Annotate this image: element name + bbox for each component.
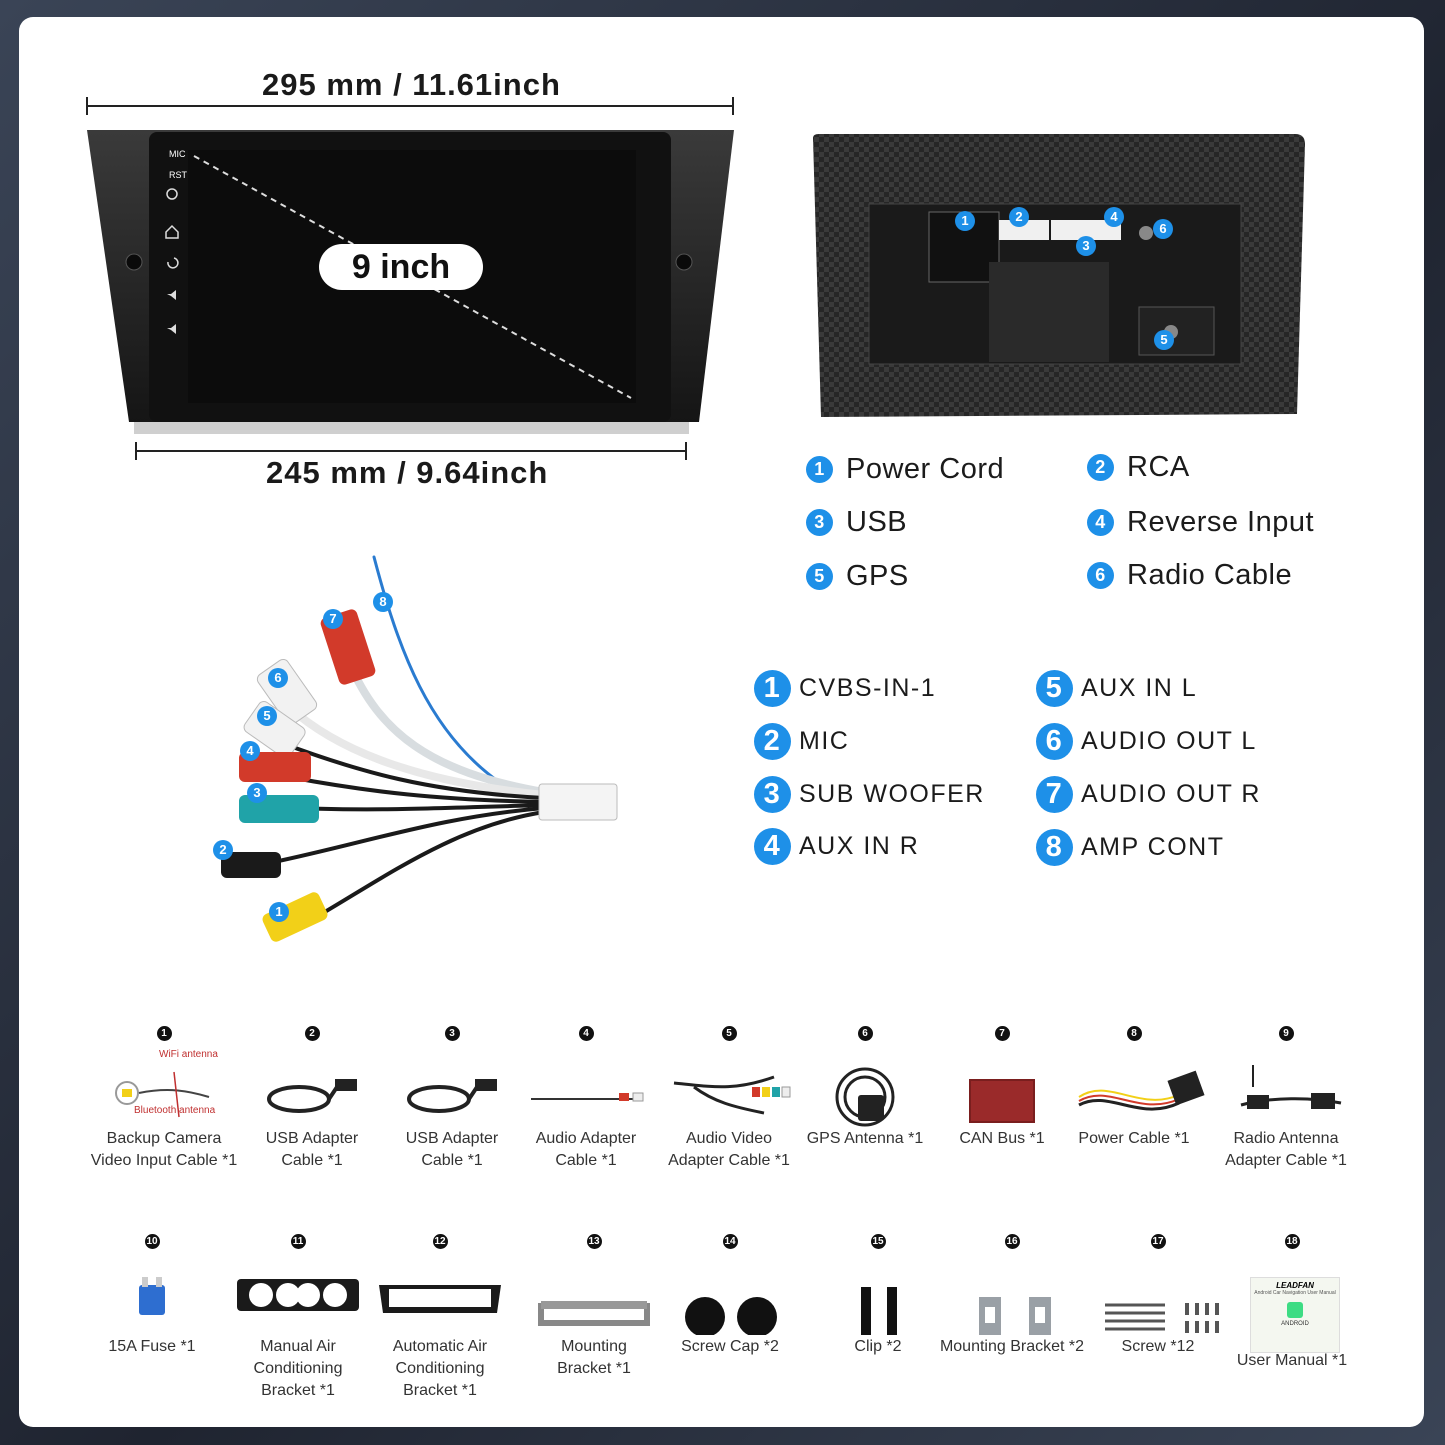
accessory-fuse: 10 15A Fuse *1 (108, 1234, 196, 1355)
product-card: 295 mm / 11.61inch MIC RST 9 inch 245 mm… (19, 17, 1424, 1427)
harness-marker-8: 8 (373, 592, 393, 612)
harness-marker-7: 7 (323, 609, 343, 629)
accessory-audio-video-adapter-cable: 5 Audio Video Adapter Cable *1 (668, 1026, 791, 1169)
width-top-line (86, 97, 734, 115)
mic-button-label: MIC (169, 149, 186, 159)
harness-marker-6: 6 (268, 668, 288, 688)
accessory-user-manual: 18 LEADFAN Android Car Navigation User M… (1236, 1234, 1348, 1369)
back-marker-6: 6 (1153, 219, 1173, 239)
manual-cover: LEADFAN Android Car Navigation User Manu… (1250, 1277, 1340, 1353)
accessory-usb-adapter-cable-b: 3 USB Adapter Cable *1 (405, 1026, 499, 1169)
rca-cable-harness (221, 555, 618, 942)
accessory-radio-antenna-adapter: 9 Radio Antenna Adapter Cable *1 (1225, 1026, 1347, 1169)
harness-marker-5: 5 (257, 706, 277, 726)
back-marker-2: 2 (1009, 207, 1029, 227)
harness-marker-3: 3 (247, 783, 267, 803)
harness-marker-2: 2 (213, 840, 233, 860)
rst-button-label: RST (169, 170, 187, 180)
back-marker-4: 4 (1104, 207, 1124, 227)
accessory-clip: 15 Clip *2 (803, 1231, 953, 1357)
accessory-backup-camera-cable: 1 WiFi antenna Bluetooth antenna Backup … (90, 1026, 238, 1169)
back-marker-3: 3 (1076, 236, 1096, 256)
harness-marker-4: 4 (240, 741, 260, 761)
width-bottom-line (135, 442, 687, 460)
accessory-mounting-bracket: 13 Mounting Bracket *1 (519, 1231, 669, 1379)
harness-marker-1: 1 (269, 902, 289, 922)
accessory-mounting-bracket-pair: 16 Mounting Bracket *2 (939, 1234, 1085, 1355)
back-marker-5: 5 (1154, 330, 1174, 350)
accessory-screws: 17 Screw *12 (1083, 1231, 1233, 1357)
width-bottom-label: 245 mm / 9.64inch (266, 455, 549, 490)
accessory-usb-adapter-cable-a: 2 USB Adapter Cable *1 (265, 1026, 359, 1169)
screen-size-pill: 9 inch (319, 244, 483, 290)
android-icon (1287, 1302, 1303, 1318)
accessory-power-cable: 8 Power Cable *1 (1059, 1023, 1209, 1149)
accessory-audio-adapter-cable: 4 Audio Adapter Cable *1 (511, 1023, 661, 1171)
accessory-can-bus: 7 CAN Bus *1 (959, 1026, 1045, 1147)
accessory-screw-cap: 14 Screw Cap *2 (681, 1234, 779, 1355)
width-top-label: 295 mm / 11.61inch (262, 67, 561, 102)
head-unit-back (813, 134, 1305, 417)
back-marker-1: 1 (955, 211, 975, 231)
accessory-gps-antenna: 6 GPS Antenna *1 (806, 1026, 924, 1147)
